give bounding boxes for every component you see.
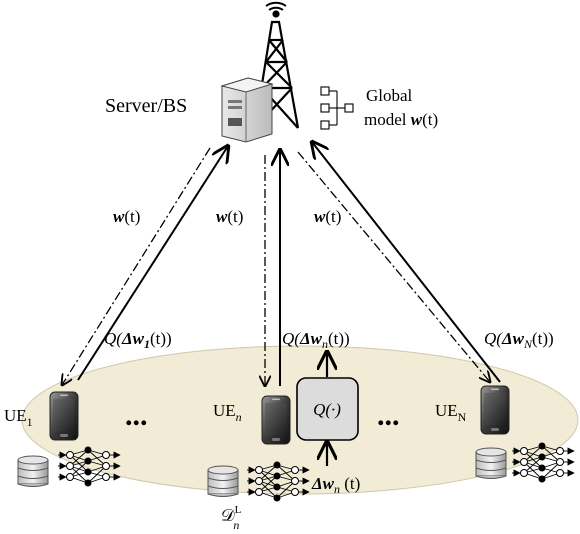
downlink-arrow-left bbox=[62, 147, 211, 385]
downlink-label-right: w(t) bbox=[314, 207, 341, 226]
global-model-line1: Global bbox=[366, 86, 413, 105]
ellipsis-right: ... bbox=[377, 399, 400, 432]
uplink-arrow-left bbox=[77, 146, 228, 381]
quantizer-label: Q(·) bbox=[313, 400, 341, 419]
phone-icon-ue1 bbox=[49, 391, 79, 441]
server-icon bbox=[220, 77, 274, 143]
quantizer-block bbox=[296, 377, 359, 441]
global-model-icon bbox=[320, 86, 354, 130]
server-label: Server/BS bbox=[105, 95, 187, 117]
device-label-right: UEN bbox=[435, 401, 467, 424]
device-label-center: UEn bbox=[213, 401, 242, 424]
downlink-arrow-right bbox=[297, 151, 490, 382]
phone-icon-uen bbox=[261, 395, 291, 445]
database-icon-right bbox=[475, 447, 507, 479]
database-icon-center bbox=[207, 465, 239, 497]
neural-net-icon-right bbox=[512, 443, 574, 483]
uplink-label-left: Q(Δw1(t)) bbox=[104, 329, 172, 351]
uplink-label-center: Q(Δwn(t)) bbox=[282, 329, 350, 351]
ellipsis-left: ... bbox=[125, 399, 148, 432]
uplink-label-right: Q(ΔwN(t)) bbox=[484, 329, 554, 351]
downlink-label-center: w(t) bbox=[216, 207, 243, 226]
local-update-label: Δwn (t) bbox=[311, 474, 360, 496]
downlink-label-left: w(t) bbox=[113, 207, 140, 226]
uplink-arrow-right bbox=[312, 142, 501, 383]
database-icon-left bbox=[17, 455, 49, 487]
phone-icon-ueN bbox=[480, 385, 510, 435]
global-model-line2: model w(t) bbox=[364, 110, 438, 129]
device-label-left: UE1 bbox=[4, 406, 33, 429]
